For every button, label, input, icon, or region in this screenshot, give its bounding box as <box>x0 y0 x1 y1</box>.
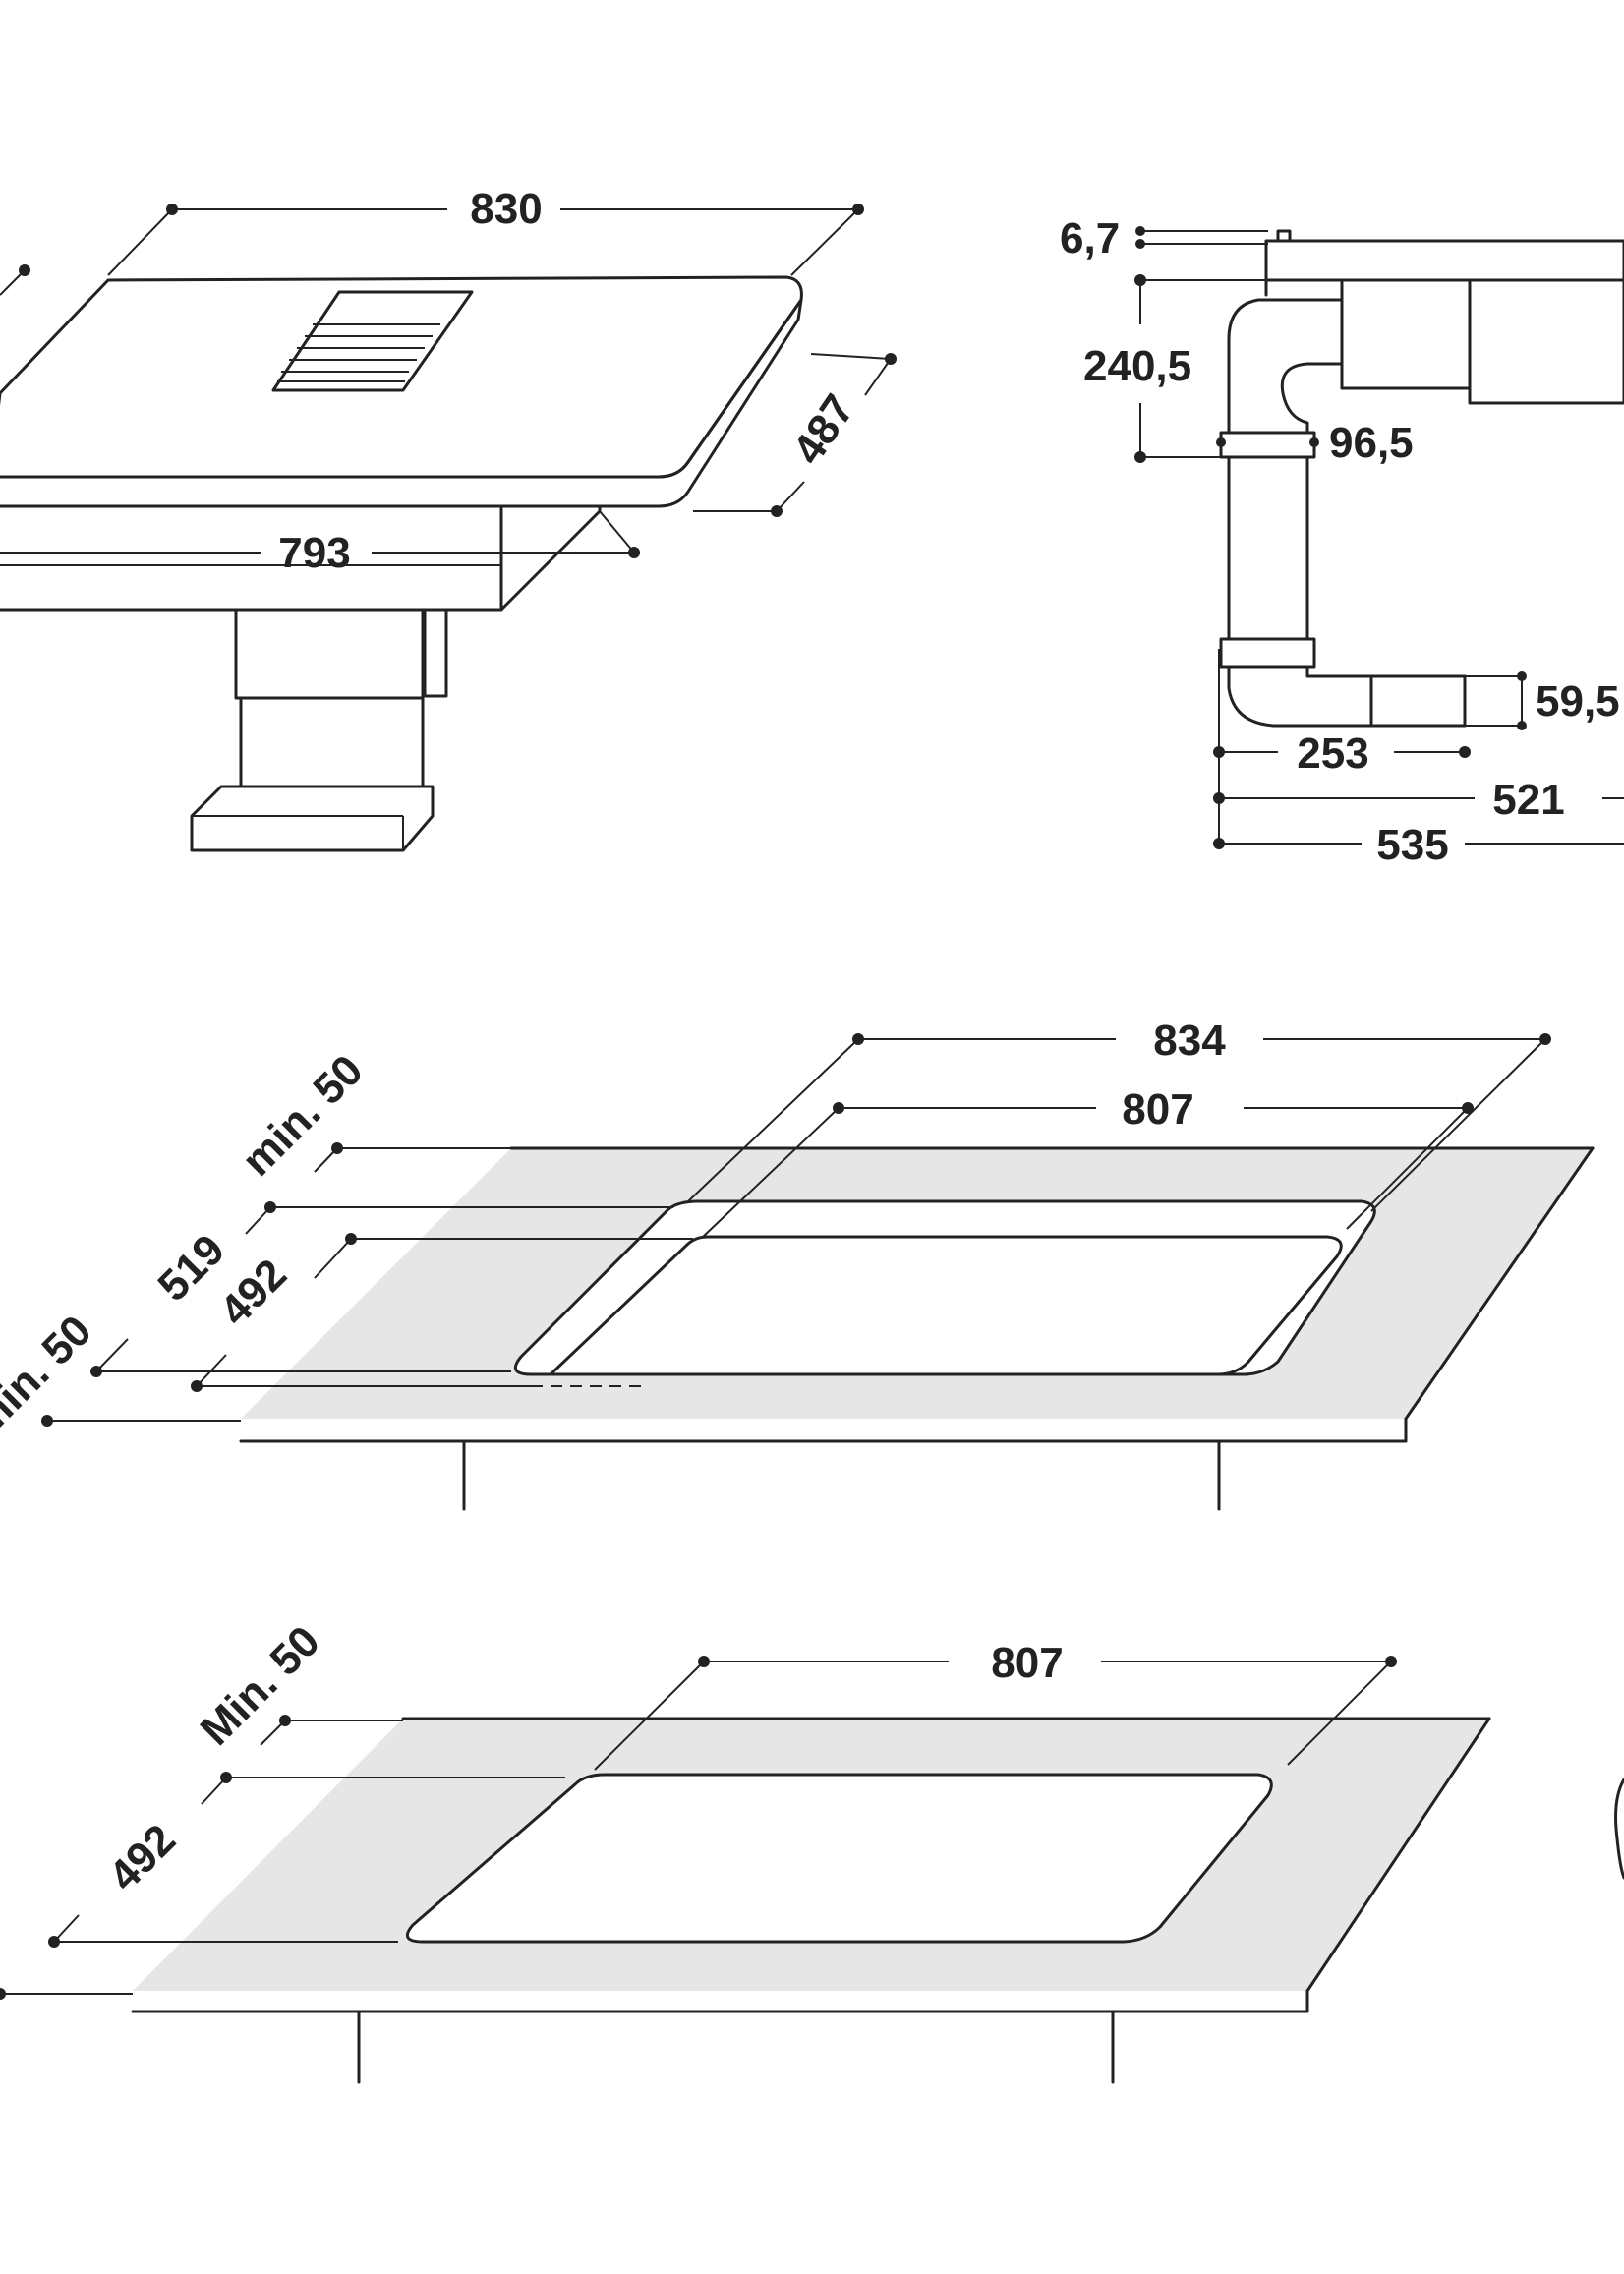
dim-793-label: 793 <box>278 529 350 577</box>
dim-240-5-label: 240,5 <box>1083 342 1191 390</box>
min-50-back-label: min. 50 <box>233 1046 373 1186</box>
dim-830-label: 830 <box>470 185 542 233</box>
dim-492-standard-label: 492 <box>99 1815 185 1900</box>
standard-cutout-view: 807 Min. 50 492 50 <box>0 1617 1624 2084</box>
dim-59-5-label: 59,5 <box>1536 677 1620 726</box>
dim-807-flush-label: 807 <box>1122 1085 1193 1134</box>
dim-6-7-label: 6,7 <box>1060 214 1120 262</box>
dim-96-5-label: 96,5 <box>1329 419 1414 467</box>
dim-487-label: 487 <box>783 386 864 473</box>
dim-834-label: 834 <box>1153 1017 1226 1065</box>
cooktop-perspective-view: 830 793 487 <box>0 185 897 852</box>
min-50-standard-label: Min. 50 <box>192 1617 329 1755</box>
side-section-view: 6,7 240,5 96,5 59,5 253 521 53 <box>1060 214 1624 869</box>
min-50-front-standard-label: 50 <box>0 1900 12 1968</box>
flush-cutout-view: 834 807 min. 50 519 492 min. 50 <box>0 1017 1595 1511</box>
dim-253-label: 253 <box>1297 729 1368 778</box>
vent-slats <box>277 323 440 382</box>
dim-521-label: 521 <box>1492 776 1564 824</box>
dim-807-standard-label: 807 <box>991 1639 1063 1687</box>
dim-535-label: 535 <box>1376 821 1448 869</box>
